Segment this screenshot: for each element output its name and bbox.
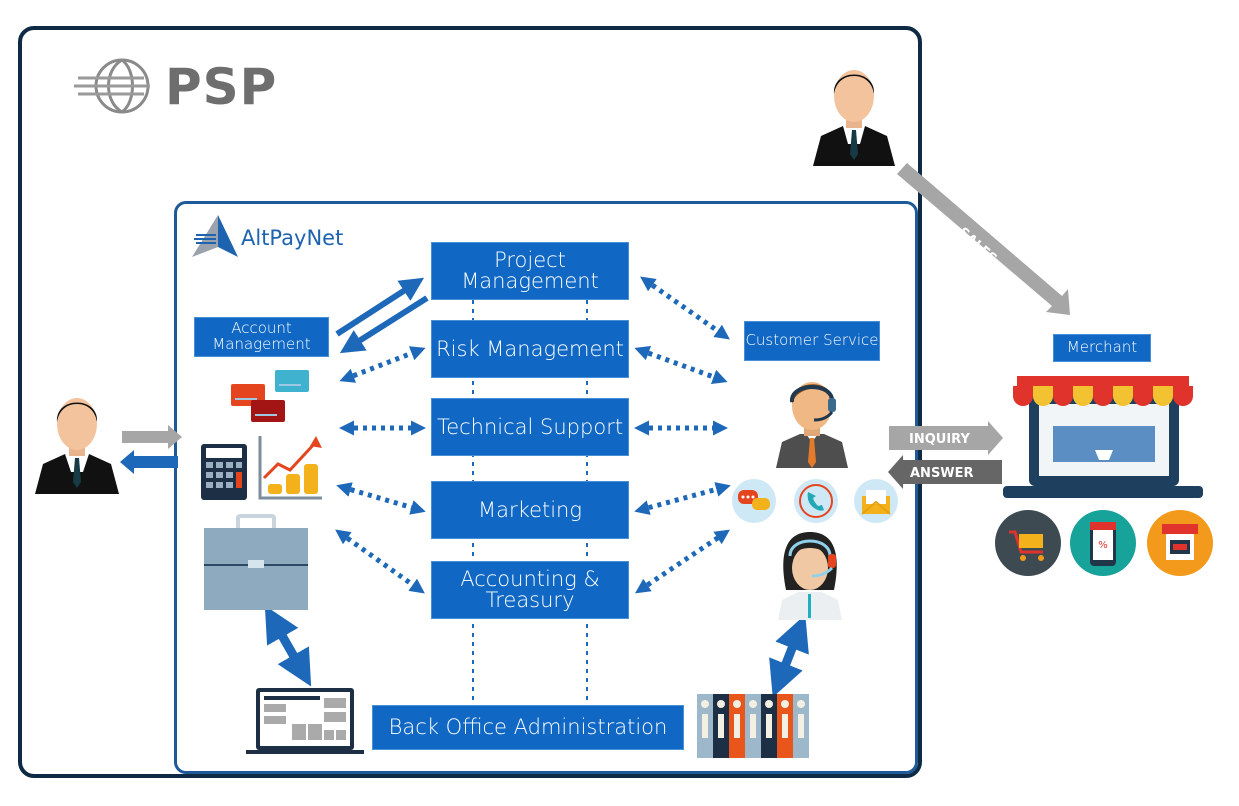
box-customer-service[interactable]: Customer Service <box>744 321 880 361</box>
box-marketing[interactable]: Marketing <box>431 481 629 539</box>
headset-agent-icon <box>776 382 848 468</box>
arrow-marketing-left <box>336 482 426 515</box>
open-store-icon <box>1147 510 1213 576</box>
online-store-icon <box>1003 376 1203 498</box>
shopping-cart-icon <box>995 510 1061 576</box>
arrow-risk-right <box>634 346 728 384</box>
box-project-management[interactable]: Project Management <box>431 242 629 300</box>
growth-chart-icon <box>258 436 322 500</box>
client-arrows <box>120 425 182 474</box>
inquiry-label: INQUIRY <box>909 432 970 447</box>
psp-logo-text: PSP <box>165 58 278 116</box>
sales-arrow: SALES <box>897 163 1070 315</box>
box-technical-support[interactable]: Technical Support <box>431 398 629 456</box>
arrow-account-to-project <box>335 277 425 337</box>
svg-text:%: % <box>1098 540 1108 551</box>
psp-frame <box>18 26 922 778</box>
headset-agent-icon <box>778 532 842 620</box>
chat-bubbles-icon <box>732 479 776 523</box>
altpaynet-logo-text: AltPayNet <box>241 226 344 250</box>
envelope-icon <box>854 479 898 523</box>
globe-icon <box>74 58 150 114</box>
altpaynet-frame <box>174 201 918 774</box>
answer-arrow: ANSWER <box>888 455 1002 489</box>
triangle-logo-icon <box>192 215 238 257</box>
box-back-office-administration[interactable]: Back Office Administration <box>372 705 684 750</box>
inquiry-arrow: INQUIRY <box>889 421 1003 455</box>
binders-icon <box>697 694 809 758</box>
businessman-icon <box>813 70 895 166</box>
arrow-project-to-account <box>339 295 429 354</box>
arrow-agent-binders <box>769 614 809 698</box>
briefcase-icon <box>204 514 308 610</box>
arrow-accounting-left <box>335 529 425 594</box>
box-accounting-treasury[interactable]: Accounting & Treasury <box>431 561 629 619</box>
answer-label: ANSWER <box>910 466 974 481</box>
businessman-icon <box>35 398 119 494</box>
credit-cards-icon <box>231 370 309 422</box>
arrow-project-right <box>640 276 730 340</box>
laptop-dashboard-icon <box>246 688 364 754</box>
arrow-accounting-right <box>635 529 730 594</box>
box-merchant[interactable]: Merchant <box>1053 334 1151 362</box>
calculator-icon <box>201 444 247 500</box>
mobile-discount-icon: % <box>1070 510 1136 576</box>
box-account-management[interactable]: Account Management <box>194 317 329 357</box>
arrow-risk-left <box>339 346 426 383</box>
arrow-briefcase-laptop <box>264 605 312 687</box>
arrow-marketing-right <box>634 482 731 515</box>
box-risk-management[interactable]: Risk Management <box>431 320 629 378</box>
phone-icon <box>794 479 838 523</box>
